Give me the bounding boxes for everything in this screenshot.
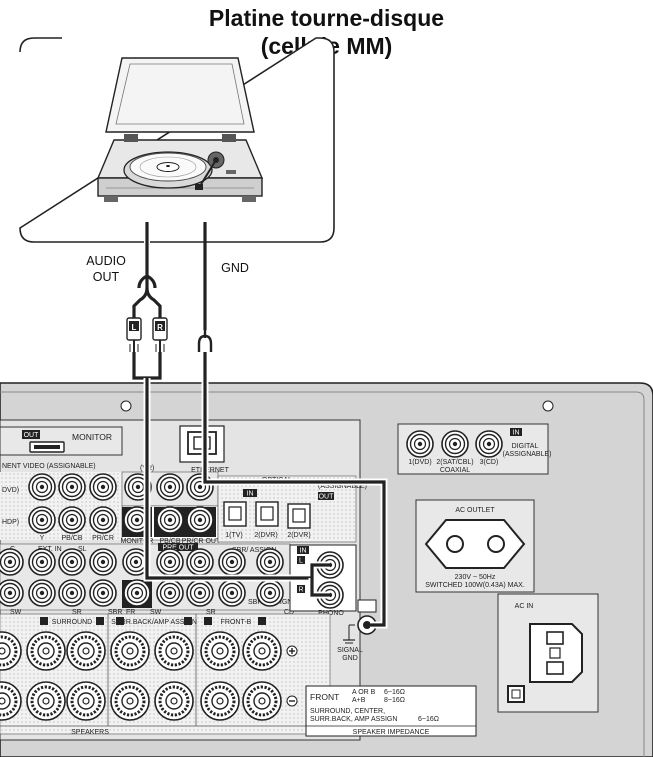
- rca-plug-left: L: [126, 317, 142, 352]
- imp-v2: 8~16Ω: [384, 697, 405, 704]
- signal-gnd-label-2: GND: [342, 655, 358, 662]
- imp-surrback: SURR.BACK, AMP ASSIGN: [310, 716, 397, 723]
- coax-dvd-label: 1(DVD): [408, 459, 431, 466]
- coaxial-label: COAXIAL: [440, 467, 470, 474]
- out-badge: OUT: [24, 432, 40, 439]
- plug-left-label: L: [132, 323, 137, 332]
- speaker-terminals: SURROUND SURR.BACK/AMP ASSIGN FRONT-B SP…: [0, 613, 331, 736]
- ac-in-label: AC IN: [515, 603, 534, 610]
- component-video-jacks: DVD) HDP) Y PB/CB PR/CR: [0, 472, 122, 542]
- phono-in-badge: IN: [300, 548, 307, 555]
- component-video-label: NENT VIDEO (ASSIGNABLE): [2, 463, 96, 470]
- jack-y-label: Y: [40, 535, 45, 542]
- imp-v3: 6~16Ω: [418, 716, 439, 723]
- pre-out-label: PRE OUT: [162, 545, 194, 552]
- sw-label: SW: [10, 609, 22, 616]
- sbr-label: SBR: [108, 609, 122, 616]
- gnd-label: GND: [221, 261, 249, 275]
- fr-label: FR: [126, 609, 135, 616]
- sbr-assign-label: SBR/ ASSIGN: [232, 547, 276, 554]
- speakers-label: SPEAKERS: [71, 729, 109, 736]
- coax-cd-label: 3(CD): [480, 459, 499, 466]
- phono-r-badge: R: [298, 587, 303, 594]
- front-b-label: FRONT-B: [221, 619, 252, 626]
- plug-right-label: R: [157, 323, 163, 332]
- sr-label: SR: [72, 609, 82, 616]
- jack-pb-label: PB/CB: [61, 535, 82, 542]
- dvd-label: DVD): [2, 487, 19, 494]
- ac-outlet: AC OUTLET 230V ~ 50Hz SWITCHED 100W(0.43…: [415, 499, 535, 593]
- jack-pr-label: PR/CR: [92, 535, 114, 542]
- audio-cable-route: [132, 352, 330, 599]
- audio-out-label-2: OUT: [93, 270, 120, 284]
- surr-back-label: SURR.BACK/AMP ASSIGN: [111, 619, 197, 626]
- imp-front: FRONT: [310, 692, 339, 702]
- gnd-cable-route: [201, 352, 388, 629]
- diagram-title-line1: Platine tourne-disque: [208, 5, 445, 31]
- ac-spec-2: SWITCHED 100W(0.43A) MAX.: [425, 582, 525, 589]
- pb-cb-2-label: PB/CB: [159, 538, 180, 545]
- turntable-illustration: [96, 57, 264, 202]
- audio-out-label-1: AUDIO: [86, 254, 126, 268]
- speaker-impedance-label: SPEAKER IMPEDANCE: [353, 729, 430, 736]
- optical-out-badge: OUT: [319, 494, 335, 501]
- hdp-label: HDP): [2, 519, 19, 526]
- ethernet-label: ETHERNET: [191, 467, 229, 474]
- hdmi-monitor-out: OUT MONITOR: [0, 426, 123, 456]
- rca-plug-right: R: [152, 317, 168, 352]
- optical-in-badge: IN: [247, 491, 254, 498]
- audio-cable: [131, 222, 162, 320]
- sl-label: SL: [78, 546, 87, 553]
- speaker-impedance-block: FRONT A OR B A+B 6~16Ω 8~16Ω SURROUND, C…: [305, 685, 477, 737]
- imp-v1: 6~16Ω: [384, 689, 405, 696]
- digital-label: DIGITAL: [512, 443, 539, 450]
- sw2-label: SW: [150, 609, 162, 616]
- digital-assign-label: (ASSIGNABLE): [502, 451, 551, 458]
- sr2-label: SR: [206, 609, 216, 616]
- imp-aorb: A OR B: [352, 689, 376, 696]
- ext-in-label: EXT. IN: [38, 546, 62, 553]
- signal-gnd-label-1: SIGNAL: [337, 647, 363, 654]
- opt-1tv-label: 1(TV): [225, 532, 243, 539]
- assignable-label: (ASSIGNABLE): [318, 483, 367, 490]
- coaxial-digital-inputs: IN DIGITAL (ASSIGNABLE) 1(DVD) 2(SAT/CBL…: [397, 423, 552, 475]
- coax-sat-label: 2(SAT/CBL): [436, 459, 473, 466]
- imp-ab: A+B: [352, 697, 366, 704]
- ac-inlet: AC IN: [497, 593, 599, 713]
- cd-label: CD: [284, 609, 294, 616]
- opt-2dvr-out-label: 2(DVR): [287, 532, 310, 539]
- component-monitor-out: (VR) MONITOR PB/CB PR/CR OUT: [121, 465, 221, 545]
- ac-spec-1: 230V ~ 50Hz: [455, 574, 496, 581]
- opt-2dvr-label: 2(DVR): [254, 532, 277, 539]
- ac-outlet-label: AC OUTLET: [455, 507, 495, 514]
- phono-l-badge: L: [299, 558, 303, 565]
- phono-label: PHONO: [318, 610, 344, 617]
- coax-in-badge: IN: [513, 430, 520, 437]
- pr-cr-out-label: PR/CR OUT: [182, 538, 221, 545]
- monitor-small-label: MONITOR: [121, 538, 154, 545]
- monitor-label: MONITOR: [72, 432, 112, 442]
- imp-surround: SURROUND, CENTER,: [310, 708, 385, 715]
- gnd-spade-terminal: [197, 330, 213, 352]
- optical-inputs: OPTICAL (ASSIGNABLE) IN OUT 1(TV) 2(DVR)…: [217, 475, 367, 543]
- surround-label: SURROUND: [52, 619, 92, 626]
